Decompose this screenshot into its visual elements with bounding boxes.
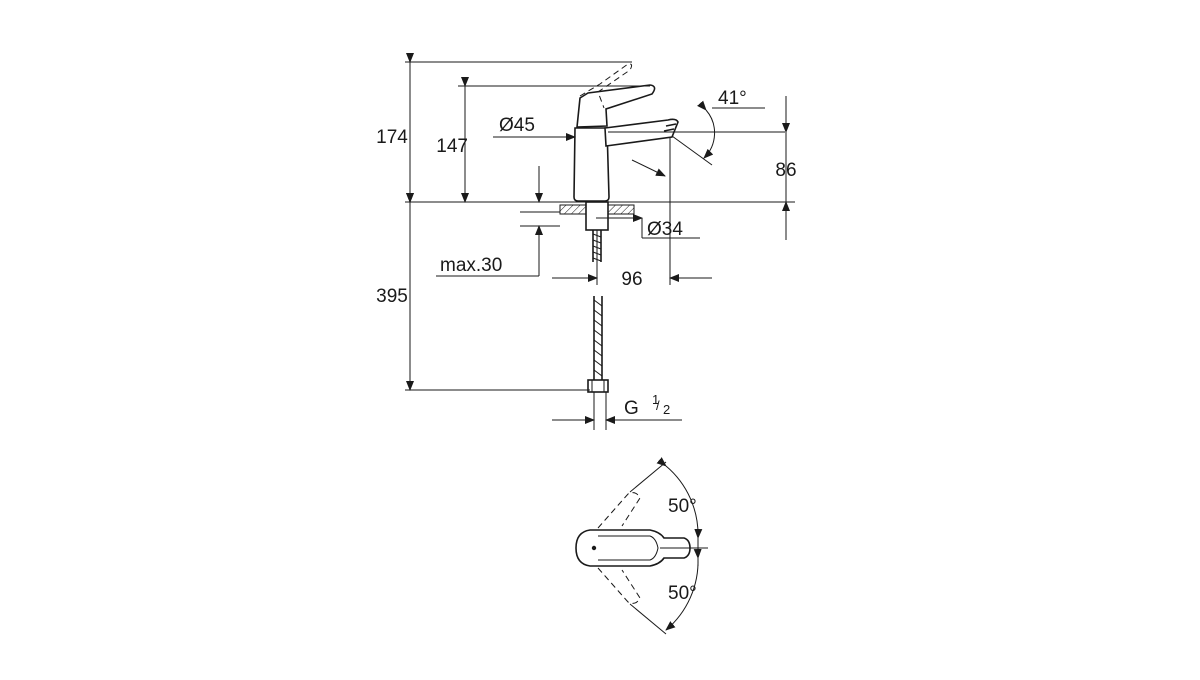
dimension-dia-45: Ø45 bbox=[493, 115, 576, 141]
dimension-147: 147 bbox=[436, 77, 650, 203]
base-flange-left bbox=[559, 204, 587, 215]
dimension-g-half: G 1 / 2 bbox=[552, 392, 682, 424]
label-41-degree: 41° bbox=[718, 88, 747, 109]
label-50-degree-down: 50° bbox=[668, 583, 697, 604]
label-395: 395 bbox=[376, 286, 408, 307]
label-96: 96 bbox=[621, 269, 642, 290]
base-flange-right bbox=[607, 204, 635, 215]
top-handle-inner bbox=[598, 535, 659, 561]
faucet-handle-raised bbox=[579, 63, 633, 109]
label-dia-34: Ø34 bbox=[647, 219, 683, 240]
label-86: 86 bbox=[775, 160, 796, 181]
dimension-395: 395 bbox=[376, 193, 590, 391]
hose-nut bbox=[587, 379, 609, 393]
label-thread-slash: / bbox=[656, 398, 660, 413]
faucet-body bbox=[573, 127, 610, 202]
hose-braid bbox=[593, 299, 603, 377]
aerator bbox=[663, 123, 677, 132]
dimension-174: 174 bbox=[376, 53, 632, 203]
label-max-30: max.30 bbox=[440, 255, 502, 276]
handle-rotated-down bbox=[597, 567, 641, 604]
top-aerator-dot bbox=[591, 545, 597, 551]
dimension-dia-34: Ø34 bbox=[596, 214, 700, 240]
base-shank bbox=[585, 201, 609, 231]
faucet-side-view bbox=[559, 63, 679, 430]
label-thread-den: 2 bbox=[663, 402, 670, 417]
faucet-spout bbox=[604, 118, 679, 147]
label-thread-num: 1 bbox=[652, 392, 659, 407]
label-174: 174 bbox=[376, 127, 408, 148]
label-dia-45: Ø45 bbox=[499, 115, 535, 136]
faucet-top-view: 50° 50° bbox=[575, 457, 708, 635]
dimension-max-30: max.30 bbox=[436, 166, 560, 277]
label-147: 147 bbox=[436, 136, 468, 157]
dimension-41-and-86: 41° 86 bbox=[608, 88, 797, 240]
label-thread-g: G bbox=[624, 398, 639, 419]
dimension-96: 96 bbox=[552, 182, 712, 290]
label-50-degree-up: 50° bbox=[668, 496, 697, 517]
flexible-hose bbox=[593, 296, 603, 380]
faucet-handle bbox=[576, 84, 656, 128]
handle-rotated-up bbox=[597, 492, 641, 529]
